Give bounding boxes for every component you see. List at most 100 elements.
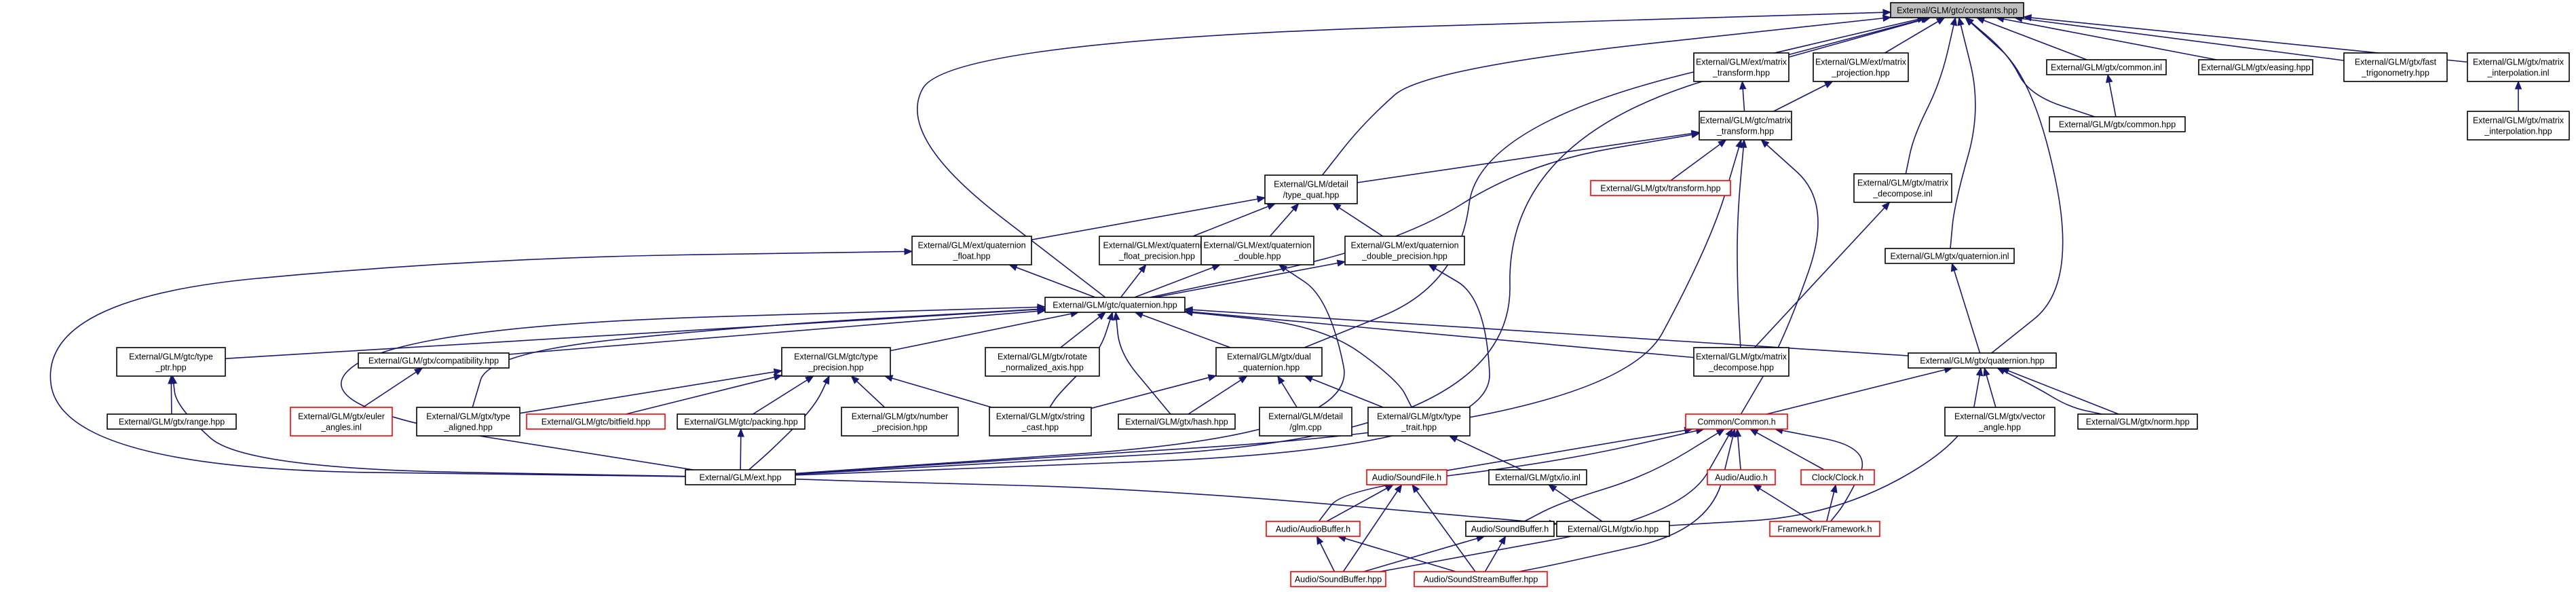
graph-node-clock-clock[interactable]: Clock/Clock.h	[1800, 469, 1875, 485]
graph-node-gtx-number-prec[interactable]: External/GLM/gtx/number_precision.hpp	[841, 407, 959, 437]
node-label: _projection.hpp	[1831, 69, 1890, 78]
node-box	[2049, 116, 2186, 132]
graph-node-gtx-compatibility[interactable]: External/GLM/gtx/compatibility.hpp	[358, 352, 510, 369]
dependency-arrowhead	[1112, 311, 1120, 320]
graph-node-gtx-hash[interactable]: External/GLM/gtx/hash.hpp	[1118, 413, 1236, 430]
graph-node-gtx-easing[interactable]: External/GLM/gtx/easing.hpp	[2198, 59, 2313, 75]
dependency-arrowhead	[1760, 139, 1770, 148]
dependency-arrowhead	[1547, 484, 1557, 492]
graph-node-gtx-vector-angle[interactable]: External/GLM/gtx/vector_angle.hpp	[1944, 407, 2056, 437]
dependency-arrowhead	[1266, 203, 1276, 210]
graph-node-gtc-matrix-transform[interactable]: External/GLM/gtc/matrix_transform.hpp	[1699, 111, 1792, 141]
node-label: External/GLM/gtx/easing.hpp	[2201, 63, 2310, 73]
graph-node-gtc-bitfield[interactable]: External/GLM/gtc/bitfield.hpp	[526, 413, 666, 430]
dependency-edge	[795, 264, 1345, 475]
dependency-arrowhead	[1739, 80, 1747, 90]
dependency-edge	[340, 306, 1046, 470]
node-box	[1264, 174, 1358, 204]
graph-node-gtx-rotate-norm-axis[interactable]: External/GLM/gtx/rotate_normalized_axis.…	[985, 347, 1100, 377]
node-box	[526, 413, 666, 430]
node-label: External/GLM/gtc/packing.hpp	[684, 418, 797, 427]
graph-node-gtc-type-ptr[interactable]: External/GLM/gtc/type_ptr.hpp	[116, 347, 226, 377]
graph-node-gtx-type-trait[interactable]: External/GLM/gtx/type_trait.hpp	[1367, 407, 1471, 437]
graph-node-gtx-transform[interactable]: External/GLM/gtx/transform.hpp	[1590, 180, 1731, 196]
graph-node-ext-hpp[interactable]: External/GLM/ext.hpp	[685, 469, 796, 485]
graph-node-gtx-dual-quat[interactable]: External/GLM/gtx/dual_quaternion.hpp	[1215, 347, 1323, 377]
graph-node-gtx-quaternion-hpp[interactable]: External/GLM/gtx/quaternion.hpp	[1908, 352, 2057, 369]
graph-node-ext-quat-double-prec[interactable]: External/GLM/ext/quaternion_double_preci…	[1344, 236, 1465, 265]
node-box	[1769, 521, 1880, 537]
node-box	[1884, 248, 2015, 264]
dependency-arrowhead	[1975, 17, 1986, 24]
graph-node-ext-matrix-projection[interactable]: External/GLM/ext/matrix_projection.hpp	[1813, 52, 1909, 82]
graph-node-gtx-io-inl[interactable]: External/GLM/gtx/io.inl	[1488, 469, 1587, 485]
graph-node-gtx-common-hpp[interactable]: External/GLM/gtx/common.hpp	[2049, 116, 2186, 132]
graph-node-ext-quat-float[interactable]: External/GLM/ext/quaternion_float.hpp	[911, 236, 1032, 265]
dependency-arrowhead	[1935, 17, 1946, 25]
graph-node-gtx-mat-interp-hpp[interactable]: External/GLM/gtx/matrix_interpolation.hp…	[2467, 111, 2570, 141]
node-label: _precision.hpp	[808, 363, 863, 373]
graph-node-common-h[interactable]: Common/Common.h	[1685, 413, 1788, 430]
graph-node-gtx-common-inl[interactable]: External/GLM/gtx/common.inl	[2046, 59, 2167, 75]
node-label: External/GLM/gtx/compatibility.hpp	[368, 356, 499, 366]
graph-node-detail-type-quat[interactable]: External/GLM/detail/type_quat.hpp	[1264, 174, 1358, 204]
node-box	[2198, 59, 2313, 75]
graph-node-detail-glm-cpp[interactable]: External/GLM/detail/glm.cpp	[1259, 407, 1352, 437]
graph-node-ext-matrix-transform[interactable]: External/GLM/ext/matrix_transform.hpp	[1693, 52, 1789, 82]
graph-node-gtx-type-aligned[interactable]: External/GLM/gtx/type_aligned.hpp	[416, 407, 520, 437]
graph-node-gtx-quaternion-inl[interactable]: External/GLM/gtx/quaternion.inl	[1884, 248, 2015, 264]
dependency-arrowhead	[1138, 263, 1147, 274]
graph-node-audio-soundbuffer-hpp[interactable]: Audio/SoundBuffer.hpp	[1290, 571, 1386, 587]
graph-node-gtc-packing[interactable]: External/GLM/gtc/packing.hpp	[677, 413, 806, 430]
node-box	[1488, 469, 1587, 485]
graph-node-gtx-matrix-decompose-hpp[interactable]: External/GLM/gtx/matrix_decompose.hpp	[1693, 347, 1789, 377]
dependency-edge	[1188, 375, 1247, 415]
graph-node-gtx-matrix-decompose-inl[interactable]: External/GLM/gtx/matrix_decompose.inl	[1853, 173, 1952, 203]
graph-node-gtx-io-hpp[interactable]: External/GLM/gtx/io.hpp	[1556, 521, 1670, 537]
dependency-edge	[1031, 197, 1266, 240]
dependency-edge	[508, 310, 1046, 355]
node-label: External/GLM/gtx/type	[1377, 412, 1461, 422]
graph-node-audio-audiobuffer[interactable]: Audio/AudioBuffer.h	[1266, 521, 1361, 537]
dependency-edge	[1753, 484, 1813, 522]
node-label: External/GLM/ext.hpp	[700, 473, 782, 483]
node-label: External/GLM/gtx/euler	[298, 412, 385, 422]
node-label: _transform.hpp	[1716, 127, 1774, 136]
graph-node-ext-quat-double[interactable]: External/GLM/ext/quaternion_double.hpp	[1200, 236, 1314, 265]
dependency-edge	[1548, 484, 1603, 522]
node-label: External/GLM/gtx/type	[426, 412, 510, 422]
node-box	[1800, 469, 1875, 485]
graph-node-gtx-norm[interactable]: External/GLM/gtx/norm.hpp	[2077, 413, 2198, 430]
graph-node-gtx-euler-angles[interactable]: External/GLM/gtx/euler_angles.inl	[290, 407, 393, 437]
dependency-edge	[1951, 263, 1981, 354]
node-label: _precision.hpp	[871, 423, 927, 432]
graph-node-gtx-mat-interp-inl[interactable]: External/GLM/gtx/matrix_interpolation.in…	[2467, 52, 2570, 82]
graph-node-framework[interactable]: Framework/Framework.h	[1769, 521, 1880, 537]
graph-node-gtx-string-cast[interactable]: External/GLM/gtx/string_cast.hpp	[989, 407, 1092, 437]
graph-node-audio-soundstreambuffer[interactable]: Audio/SoundStreamBuffer.hpp	[1414, 571, 1548, 587]
node-box	[1853, 173, 1952, 203]
dependency-edge	[1905, 17, 1956, 174]
dependency-edge	[1135, 312, 1231, 348]
node-label: External/GLM/gtx/matrix	[1696, 352, 1787, 362]
dependency-arrowhead	[1690, 131, 1701, 138]
node-label: Framework/Framework.h	[1778, 525, 1872, 534]
dependency-arrowhead	[1037, 303, 1046, 311]
graph-node-audio-soundfile[interactable]: Audio/SoundFile.h	[1366, 469, 1447, 485]
dependency-arrowhead	[1716, 428, 1726, 437]
graph-node-gtx-range[interactable]: External/GLM/gtx/range.hpp	[107, 413, 237, 430]
dependency-arrowhead	[1729, 428, 1737, 438]
node-label: External/GLM/ext/quaternion	[1350, 241, 1458, 251]
node-label: Audio/SoundBuffer.h	[1471, 525, 1549, 534]
graph-node-gtc-quaternion[interactable]: External/GLM/gtc/quaternion.hpp	[1044, 297, 1186, 313]
graph-node-audio-soundbuffer-h[interactable]: Audio/SoundBuffer.h	[1465, 521, 1555, 537]
graph-node-audio-audio[interactable]: Audio/Audio.h	[1707, 469, 1776, 485]
graph-node-constants: External/GLM/gtc/constants.hpp	[1890, 2, 2024, 18]
node-box	[1099, 236, 1215, 265]
graph-node-ext-quat-float-prec[interactable]: External/GLM/ext/quaternion_float_precis…	[1099, 236, 1215, 265]
dependency-arrowhead	[1734, 428, 1742, 437]
graph-node-gtc-type-precision[interactable]: External/GLM/gtc/type_precision.hpp	[781, 347, 891, 377]
graph-node-gtx-fast-trig[interactable]: External/GLM/gtx/fast_trigonometry.hpp	[2343, 52, 2448, 82]
dependency-arrowhead	[1752, 484, 1762, 492]
node-label: External/GLM/gtx/rotate	[998, 352, 1087, 362]
